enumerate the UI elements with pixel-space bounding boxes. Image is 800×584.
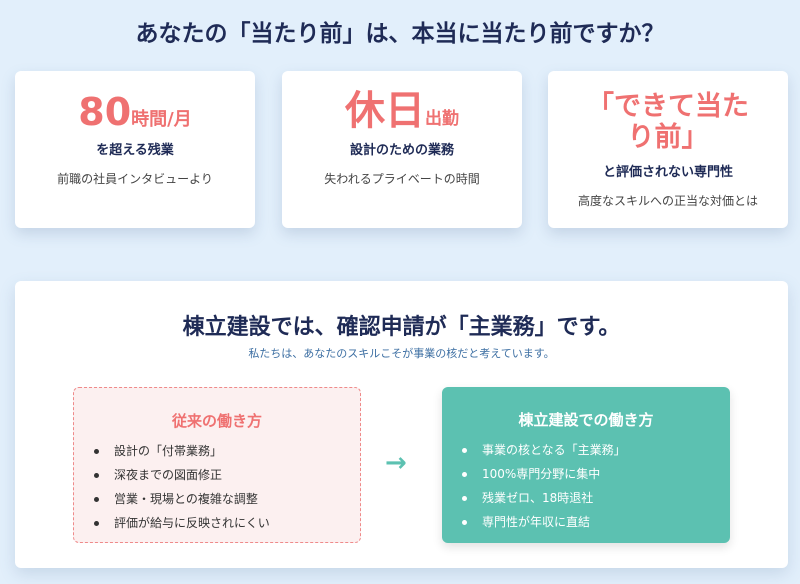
old-workstyle-list: 設計の「付帯業務」 深夜までの図面修正 営業・現場との複雑な調整 評価が給与に反… — [74, 439, 360, 535]
page-title: あなたの「当たり前」は、本当に当たり前ですか？ — [135, 21, 665, 47]
list-item: 専門性が年収に直結 — [462, 510, 730, 534]
list-item: 設計の「付帯業務」 — [94, 439, 360, 463]
stat-unit: 時間/月 — [131, 109, 192, 130]
stat-number: 休日 — [345, 88, 425, 134]
stat-value: 80時間/月 — [15, 93, 255, 131]
stat-note: 前職の社員インタビューより — [57, 172, 213, 186]
stat-unit: 出勤 — [425, 109, 459, 129]
stat-card-expertise: 「できて当たり前」 と評価されない専門性 高度なスキルへの正当な対価とは — [548, 71, 788, 228]
arrow-right-icon: → — [385, 448, 407, 478]
stat-note: 失われるプライベートの時間 — [324, 172, 480, 186]
list-item: 100%専門分野に集中 — [462, 462, 730, 486]
list-item: 残業ゼロ、18時退社 — [462, 486, 730, 510]
list-item: 深夜までの図面修正 — [94, 463, 360, 487]
stat-value: 休日出勤 — [282, 91, 522, 131]
new-workstyle-list: 事業の核となる「主業務」 100%専門分野に集中 残業ゼロ、18時退社 専門性が… — [442, 438, 730, 534]
old-workstyle-title: 従来の働き方 — [171, 412, 262, 430]
stat-card-holiday: 休日出勤 設計のための業務 失われるプライベートの時間 — [282, 71, 522, 228]
stat-label: 設計のための業務 — [349, 143, 454, 158]
stat-label: と評価されない専門性 — [602, 165, 733, 181]
section-lead: 私たちは、あなたのスキルこそが事業の核だと考えています。 — [248, 347, 555, 360]
new-workstyle-title: 棟立建設での働き方 — [518, 411, 654, 429]
comparison-panel: 棟立建設では、確認申請が「主業務」です。 私たちは、あなたのスキルこそが事業の核… — [15, 281, 788, 568]
list-item: 評価が給与に反映されにくい — [94, 511, 360, 535]
new-workstyle-box: 棟立建設での働き方 事業の核となる「主業務」 100%専門分野に集中 残業ゼロ、… — [442, 387, 730, 543]
stat-card-overtime: 80時間/月 を超える残業 前職の社員インタビューより — [15, 71, 255, 228]
old-workstyle-box: 従来の働き方 設計の「付帯業務」 深夜までの図面修正 営業・現場との複雑な調整 … — [73, 387, 361, 543]
stat-headline: 「できて当たり前」 — [587, 91, 749, 154]
list-item: 営業・現場との複雑な調整 — [94, 487, 360, 511]
stat-note: 高度なスキルへの正当な対価とは — [577, 194, 758, 209]
stat-number: 80 — [78, 90, 132, 134]
section-heading: 棟立建設では、確認申請が「主業務」です。 — [182, 315, 621, 340]
stat-label: を超える残業 — [96, 143, 174, 158]
list-item: 事業の核となる「主業務」 — [462, 438, 730, 462]
